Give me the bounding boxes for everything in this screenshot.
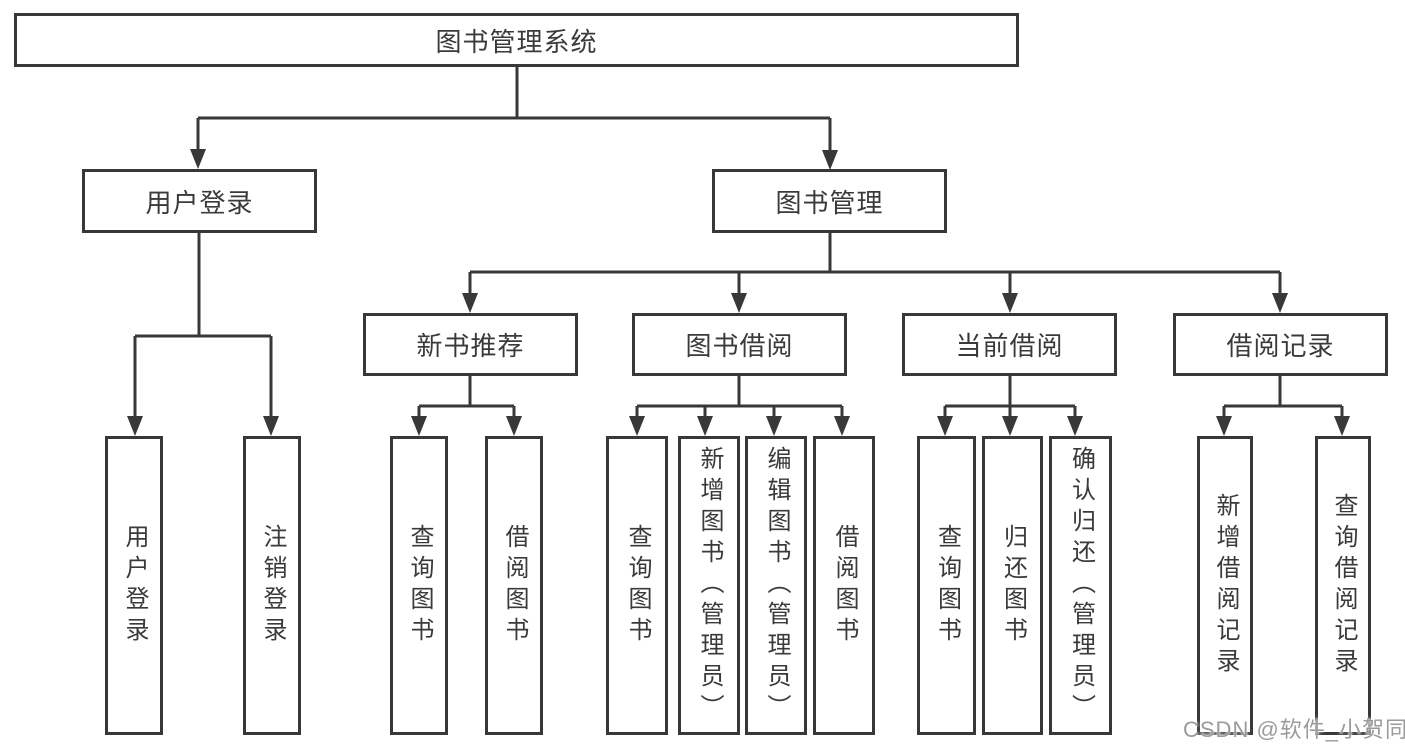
node-user-login: 用户登录	[82, 169, 317, 233]
leaf-user-login: 用户登录	[105, 436, 163, 735]
node-book-management: 图书管理	[712, 169, 947, 233]
node-label: 借阅记录	[1226, 331, 1335, 361]
leaf-confirm-return-admin: 确认归还（管理员）	[1049, 436, 1112, 735]
node-label: 当前借阅	[955, 331, 1064, 361]
leaf-add-borrow-record: 新增借阅记录	[1197, 436, 1253, 735]
leaf-query-book-current: 查询图书	[917, 436, 976, 735]
node-label: 归还图书	[999, 523, 1027, 648]
leaf-borrow-book: 借阅图书	[813, 436, 875, 735]
node-label: 注销登录	[259, 523, 286, 648]
node-new-book-recommend: 新书推荐	[363, 313, 578, 376]
node-label: 图书管理系统	[435, 26, 598, 57]
leaf-logout: 注销登录	[243, 436, 301, 735]
node-label: 查询图书	[406, 523, 433, 648]
leaf-edit-book-admin: 编辑图书（管理员）	[745, 436, 807, 735]
node-label: 用户登录	[121, 523, 148, 648]
node-label: 新增借阅记录	[1212, 492, 1239, 679]
node-label: 编辑图书（管理员）	[763, 446, 790, 725]
node-borrowing-records: 借阅记录	[1173, 313, 1388, 376]
leaf-query-borrow-record: 查询借阅记录	[1315, 436, 1371, 735]
node-root-system: 图书管理系统	[14, 13, 1019, 67]
node-label: 确认归还（管理员）	[1067, 446, 1095, 725]
node-label: 查询借阅记录	[1330, 492, 1357, 679]
node-label: 图书借阅	[685, 331, 794, 361]
leaf-query-book-recommend: 查询图书	[390, 436, 448, 735]
node-label: 新增图书（管理员）	[696, 446, 723, 725]
node-label: 借阅图书	[831, 523, 858, 648]
node-label: 借阅图书	[501, 523, 528, 648]
node-label: 查询图书	[933, 523, 961, 648]
leaf-add-book-admin: 新增图书（管理员）	[678, 436, 740, 735]
leaf-return-book: 归还图书	[982, 436, 1043, 735]
node-label: 图书管理	[775, 187, 884, 218]
csdn-watermark: CSDN @软件_小贺同学	[1183, 717, 1405, 742]
node-label: 新书推荐	[416, 331, 525, 361]
leaf-query-book-borrow: 查询图书	[606, 436, 668, 735]
node-label: 查询图书	[624, 523, 651, 648]
node-current-borrowing: 当前借阅	[902, 313, 1117, 376]
node-book-borrowing: 图书借阅	[632, 313, 847, 376]
leaf-borrow-book-recommend: 借阅图书	[485, 436, 543, 735]
node-label: 用户登录	[145, 187, 254, 218]
